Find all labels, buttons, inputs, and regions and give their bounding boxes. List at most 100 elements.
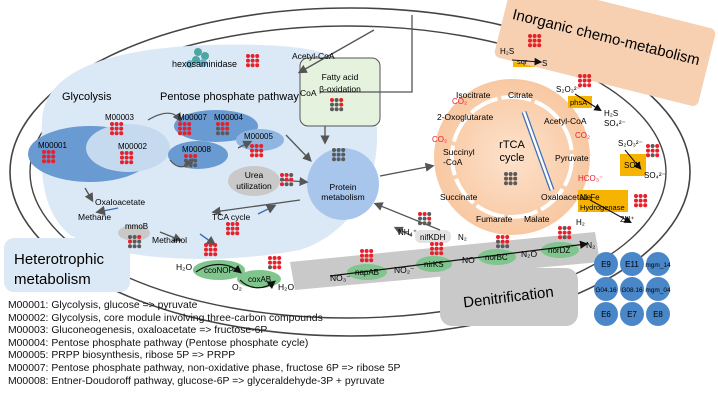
gene-dot — [634, 203, 638, 208]
gene-dot — [582, 74, 587, 78]
heterotrophic-title-1: Heterotrophic — [14, 251, 105, 268]
gene-dot — [230, 222, 235, 226]
gene-dot — [439, 242, 444, 246]
fatty-acid-label-1: Fatty acid — [322, 72, 359, 82]
inner-membrane — [29, 25, 667, 319]
gene-dot — [277, 260, 282, 265]
denitrification-arrow — [329, 240, 589, 277]
gene-dot — [504, 181, 508, 186]
gene-dot — [646, 148, 650, 153]
gene-dot — [500, 235, 505, 239]
h2-label: H₂ — [576, 218, 585, 227]
dots-protein — [332, 148, 346, 162]
pyruvate-label: Pyruvate — [555, 153, 589, 163]
gene-dot — [246, 54, 250, 58]
urea-ellipse — [228, 166, 280, 196]
gene-dot — [634, 198, 638, 203]
dots-sqr — [528, 34, 542, 48]
gene-dot — [289, 182, 294, 187]
gene-dot — [137, 235, 142, 239]
gene-dot — [360, 253, 364, 258]
no2-label: NO₂⁻ — [394, 265, 415, 275]
n2o-label: N₂O — [521, 249, 537, 259]
gene-dot — [505, 244, 510, 249]
gene-dot — [558, 235, 562, 240]
gene-dot — [430, 251, 434, 256]
gene-dot — [341, 152, 346, 157]
gene-dot — [235, 222, 240, 226]
h2o-label-2: H₂O — [278, 282, 294, 292]
gene-dot — [250, 58, 255, 63]
glycolysis-inner — [86, 124, 170, 172]
gene-dot — [226, 231, 230, 236]
gene-dot — [208, 243, 213, 247]
rtca-title-1: rTCA — [499, 139, 525, 151]
urea-label-1: Urea — [245, 170, 264, 180]
gene-dot — [567, 230, 572, 235]
gene-dot — [582, 83, 587, 88]
gene-dot — [638, 198, 643, 203]
gene-dot — [213, 252, 218, 257]
gene-dot — [339, 107, 344, 112]
gene-dot — [504, 176, 508, 181]
gene-dot — [128, 239, 132, 244]
cconop-label: ccoNOP — [204, 266, 234, 275]
gene-dot — [220, 122, 225, 126]
gene-dot — [193, 163, 198, 168]
dots-nifkdh — [418, 212, 432, 226]
gene-dot — [225, 131, 230, 136]
gene-dot — [364, 253, 369, 258]
genome-label: E8 — [653, 310, 663, 319]
protein-label-2: metabolism — [321, 192, 364, 202]
gene-dot — [178, 122, 182, 126]
gene-dot — [182, 122, 187, 126]
gene-dot — [289, 173, 294, 177]
cconop-pill — [193, 260, 245, 280]
s2o3-label-2: S₂O₃²⁻ — [618, 139, 643, 148]
gene-dot — [505, 239, 510, 244]
hco3-label: HCO₃⁻ — [578, 174, 603, 183]
gene-dot — [332, 157, 336, 162]
gene-dot — [225, 122, 230, 126]
gene-dot — [434, 242, 439, 246]
gene-dot — [655, 148, 660, 153]
legend-m00005: M00005: PRPP biosynthesis, ribose 5P => … — [8, 350, 236, 362]
gene-dot — [120, 155, 124, 160]
legend-m00003: M00003: Gluconeogenesis, oxaloacetate =>… — [8, 325, 268, 337]
gene-dot — [216, 131, 220, 136]
gene-dot — [422, 221, 427, 226]
gene-dot — [430, 242, 434, 246]
gene-dot — [213, 247, 218, 252]
genome-circle — [594, 252, 618, 276]
gene-dot — [272, 265, 277, 270]
h2s-label-2: H₂S — [604, 109, 618, 118]
gene-dot — [235, 226, 240, 231]
gene-dot — [268, 256, 272, 260]
gene-dot — [204, 247, 208, 252]
gene-dot — [182, 126, 187, 131]
s2o3-label-1: S₂O₃²⁻ — [556, 85, 581, 94]
s-label: S — [542, 59, 547, 68]
gene-dot — [114, 131, 119, 136]
cconop-arrow — [195, 263, 242, 274]
oxaloacetate-label: Oxaloacetate — [95, 197, 145, 207]
gene-dot — [184, 158, 188, 163]
gene-dot — [254, 148, 259, 153]
genome-label: E11 — [625, 260, 639, 269]
gene-dot — [268, 265, 272, 270]
genome-circle — [620, 302, 644, 326]
rtca-ring — [450, 95, 574, 219]
gene-dot — [280, 182, 284, 187]
gene-dot — [132, 239, 137, 244]
m00005-label: M00005 — [244, 132, 273, 141]
gene-dot — [532, 34, 537, 38]
gene-dot — [427, 212, 432, 216]
dots-nordz — [558, 226, 572, 240]
co2-label-3: CO₂ — [575, 131, 590, 140]
dots-m00008 — [184, 154, 198, 168]
acetyl-coa-rtca-label: Acetyl-CoA — [544, 116, 587, 126]
gene-dot — [638, 203, 643, 208]
protein-label-1: Protein — [330, 182, 357, 192]
isocitrate-label: Isocitrate — [456, 90, 491, 100]
